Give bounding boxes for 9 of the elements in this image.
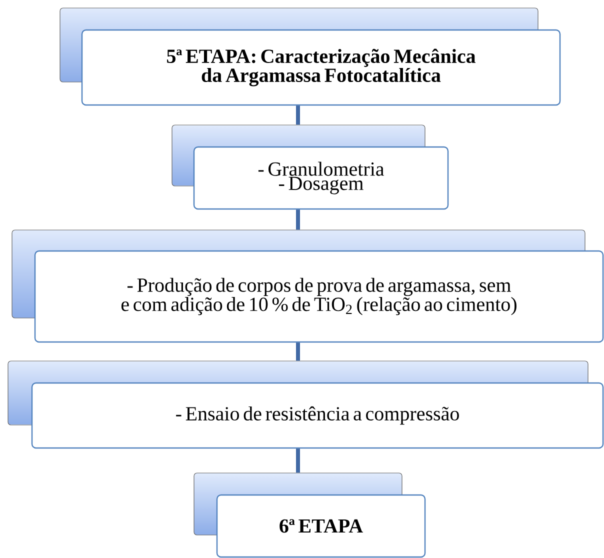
connector-line	[296, 106, 300, 125]
connector-line	[296, 210, 300, 230]
process-box: 5ª ETAPA: Caracterização Mecânica da Argamassa Fotocatalítica	[60, 8, 561, 106]
process-box: - Granulometria - Dosagem	[172, 124, 449, 210]
process-box: - Produção de corpos de prova de argamassa, sem e com adição de 10 % de TiO$_{2}$ (relação ao cimento)	[12, 230, 604, 343]
process-box: - Ensaio de resistência a compressão	[8, 360, 604, 449]
connector-line	[296, 448, 300, 473]
process-box: 6ª ETAPA	[194, 472, 426, 558]
connector-line	[296, 342, 300, 361]
